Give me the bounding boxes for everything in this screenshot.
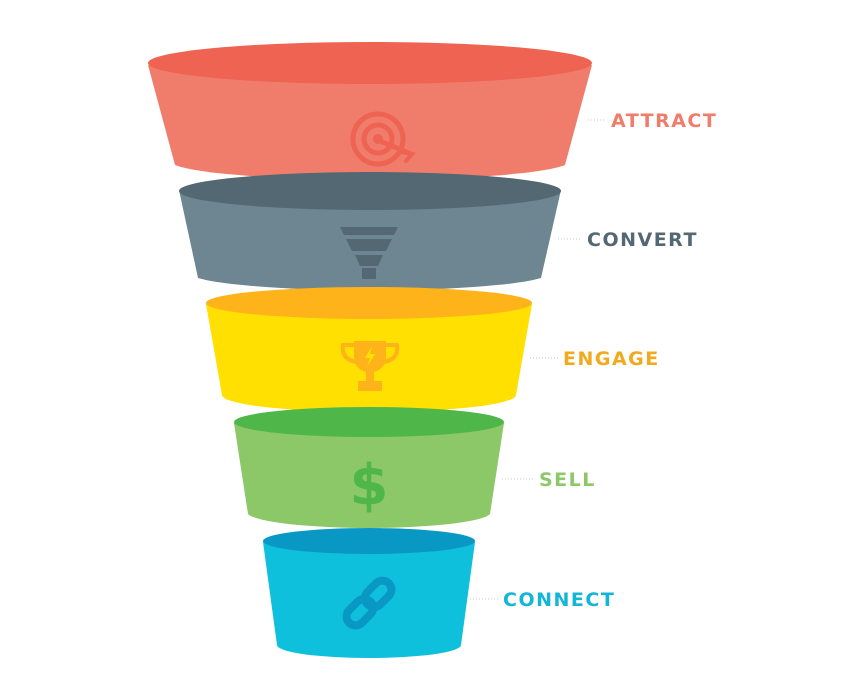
- funnel-icon: [340, 227, 398, 279]
- stage-body: [234, 423, 504, 528]
- stage-label: ATTRACT: [611, 110, 717, 132]
- funnel-stage-convert: CONVERT: [179, 172, 698, 291]
- stage-top: [234, 407, 504, 437]
- stage-body: [148, 65, 592, 180]
- stage-label: SELL: [539, 469, 596, 491]
- funnel-stage-connect: CONNECT: [263, 528, 615, 658]
- stage-label: CONNECT: [503, 589, 615, 611]
- funnel-stage-engage: ENGAGE: [206, 287, 660, 412]
- trophy-icon: [340, 341, 400, 391]
- stage-top: [148, 42, 592, 84]
- funnel-stage-attract: ATTRACT: [148, 42, 717, 180]
- stage-top: [179, 172, 561, 210]
- dollar-icon: $: [350, 453, 389, 518]
- stage-top: [206, 287, 532, 319]
- stage-label: ENGAGE: [563, 348, 660, 370]
- link-icon: [342, 576, 396, 630]
- stage-top: [263, 528, 475, 554]
- funnel-stage-sell: $ SELL: [234, 407, 596, 528]
- stage-label: CONVERT: [587, 229, 698, 251]
- target-icon: [350, 111, 416, 167]
